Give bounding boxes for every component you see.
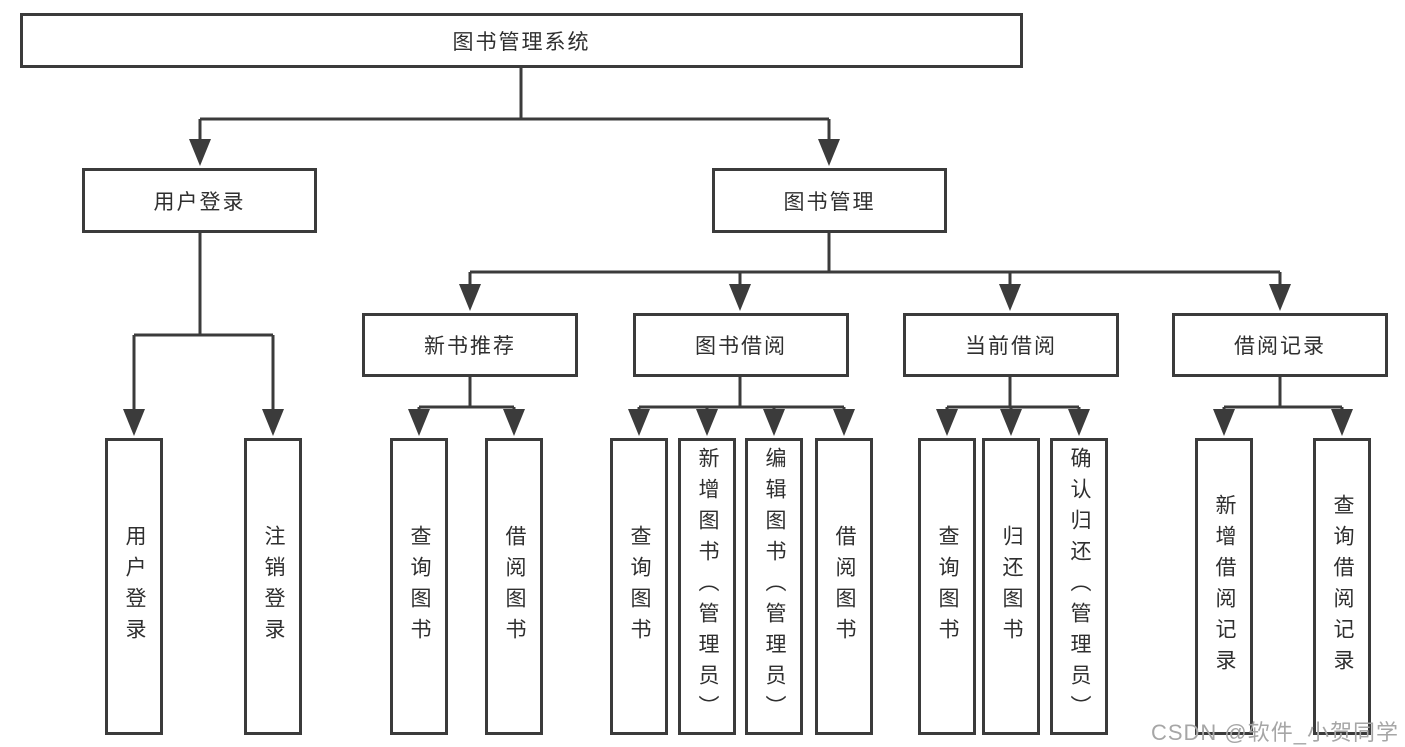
node-current-borrowing: 当前借阅 <box>903 313 1119 377</box>
node-user-login: 用户登录 <box>82 168 317 233</box>
node-logout: 注销登录 <box>244 438 302 735</box>
csdn-watermark: CSDN @软件_小贺同学 <box>1150 720 1399 745</box>
node-new-book-recommendation: 新书推荐 <box>362 313 578 377</box>
node-book-management-system: 图书管理系统 <box>20 13 1023 68</box>
node-search-borrow-record: 查询借阅记录 <box>1313 438 1371 735</box>
node-edit-books-admin: 编辑图书（管理员） <box>745 438 803 735</box>
node-add-books-admin: 新增图书（管理员） <box>678 438 736 735</box>
node-add-borrow-record: 新增借阅记录 <box>1195 438 1253 735</box>
node-borrow-books-recommend: 借阅图书 <box>485 438 543 735</box>
node-confirm-return-admin: 确认归还（管理员） <box>1050 438 1108 735</box>
node-search-books-borrowing: 查询图书 <box>610 438 668 735</box>
node-user-login-leaf: 用户登录 <box>105 438 163 735</box>
node-search-books-current: 查询图书 <box>918 438 976 735</box>
node-return-books: 归还图书 <box>982 438 1040 735</box>
node-borrowing-records: 借阅记录 <box>1172 313 1388 377</box>
node-borrow-books: 借阅图书 <box>815 438 873 735</box>
node-search-books-recommend: 查询图书 <box>390 438 448 735</box>
node-book-borrowing: 图书借阅 <box>633 313 849 377</box>
node-book-management: 图书管理 <box>712 168 947 233</box>
arrowheads <box>123 139 1353 436</box>
